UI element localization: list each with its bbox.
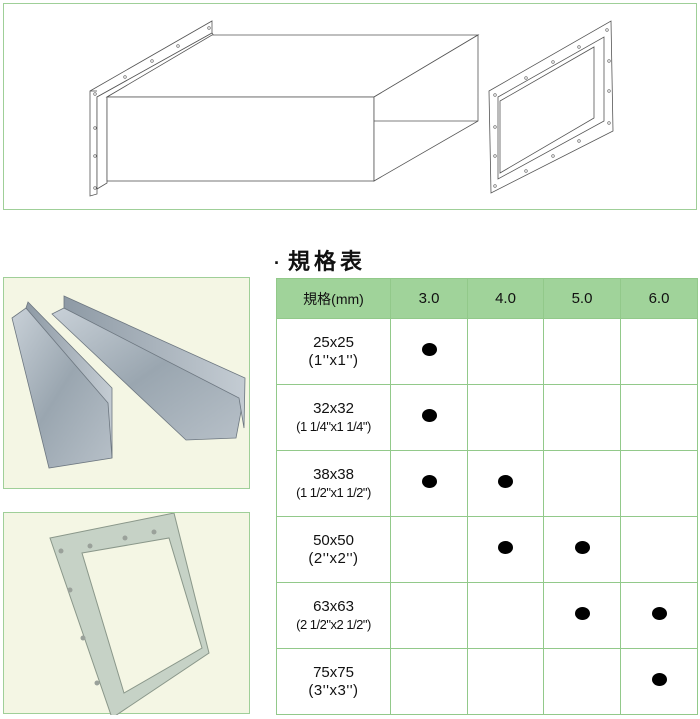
spec-table: 規格(mm) 3.0 4.0 5.0 6.0 25x25(1''x1'')32x… <box>276 278 698 715</box>
table-body: 25x25(1''x1'')32x32(1 1/4"x1 1/4")38x38(… <box>276 318 698 715</box>
header-size-mm: 規格(mm) <box>276 278 391 319</box>
header-thickness-5: 5.0 <box>543 278 621 319</box>
availability-cell <box>467 582 544 649</box>
available-dot-icon <box>498 474 513 488</box>
size-cell: 75x75(3''x3'') <box>276 648 391 715</box>
section-title: · 規格表 <box>274 244 366 276</box>
table-row: 50x50(2''x2'') <box>276 516 698 583</box>
available-dot-icon <box>421 474 437 488</box>
size-inch: (2''x2'') <box>308 549 359 567</box>
angle-iron-image <box>11 295 246 469</box>
size-mm: 32x32 <box>313 399 354 417</box>
availability-cell <box>543 582 621 649</box>
availability-cell <box>390 450 468 517</box>
size-cell: 38x38(1 1/2"x1 1/2") <box>276 450 391 517</box>
size-cell: 63x63(2 1/2"x2 1/2") <box>276 582 391 649</box>
table-row: 38x38(1 1/2"x1 1/2") <box>276 450 698 517</box>
size-inch: (1 1/2"x1 1/2") <box>296 484 371 500</box>
size-inch: (3''x3'') <box>308 681 359 699</box>
availability-cell <box>543 384 621 451</box>
table-row: 63x63(2 1/2"x2 1/2") <box>276 582 698 649</box>
available-dot-icon <box>574 606 590 620</box>
available-dot-icon <box>651 606 667 620</box>
availability-cell <box>467 450 544 517</box>
table-row: 32x32(1 1/4"x1 1/4") <box>276 384 698 451</box>
size-inch: (1''x1'') <box>308 351 359 369</box>
header-thickness-4: 4.0 <box>467 278 544 319</box>
angle-iron-photo <box>3 277 250 489</box>
available-dot-icon <box>651 672 667 686</box>
flange-frame-photo <box>3 512 250 715</box>
availability-cell <box>620 384 698 451</box>
table-row: 75x75(3''x3'') <box>276 648 698 715</box>
availability-cell <box>620 648 698 715</box>
available-dot-icon <box>498 540 513 554</box>
availability-cell <box>467 648 544 715</box>
availability-cell <box>390 582 468 649</box>
title-text: 規格表 <box>288 249 367 274</box>
size-mm: 75x75 <box>313 663 354 681</box>
table-row: 25x25(1''x1'') <box>276 318 698 385</box>
header-thickness-6: 6.0 <box>620 278 698 319</box>
availability-cell <box>390 318 468 385</box>
availability-cell <box>620 516 698 583</box>
availability-cell <box>620 450 698 517</box>
available-dot-icon <box>574 540 590 554</box>
size-inch: (2 1/2"x2 1/2") <box>296 616 371 632</box>
duct-diagram <box>3 3 697 210</box>
availability-cell <box>620 318 698 385</box>
available-dot-icon <box>421 408 437 422</box>
availability-cell <box>390 384 468 451</box>
availability-cell <box>467 318 544 385</box>
availability-cell <box>620 582 698 649</box>
availability-cell <box>543 318 621 385</box>
size-mm: 63x63 <box>313 597 354 615</box>
size-cell: 32x32(1 1/4"x1 1/4") <box>276 384 391 451</box>
flange-frame-image <box>49 513 210 715</box>
availability-cell <box>467 384 544 451</box>
availability-cell <box>390 648 468 715</box>
title-bullet: · <box>274 253 280 273</box>
size-cell: 25x25(1''x1'') <box>276 318 391 385</box>
size-cell: 50x50(2''x2'') <box>276 516 391 583</box>
availability-cell <box>390 516 468 583</box>
available-dot-icon <box>421 342 437 356</box>
availability-cell <box>543 450 621 517</box>
duct-flange-illustration <box>89 20 614 197</box>
size-mm: 50x50 <box>313 531 354 549</box>
header-thickness-3: 3.0 <box>390 278 468 319</box>
availability-cell <box>467 516 544 583</box>
availability-cell <box>543 516 621 583</box>
size-mm: 25x25 <box>313 333 354 351</box>
size-inch: (1 1/4"x1 1/4") <box>296 418 371 434</box>
table-header-row: 規格(mm) 3.0 4.0 5.0 6.0 <box>276 278 698 319</box>
availability-cell <box>543 648 621 715</box>
size-mm: 38x38 <box>313 465 354 483</box>
